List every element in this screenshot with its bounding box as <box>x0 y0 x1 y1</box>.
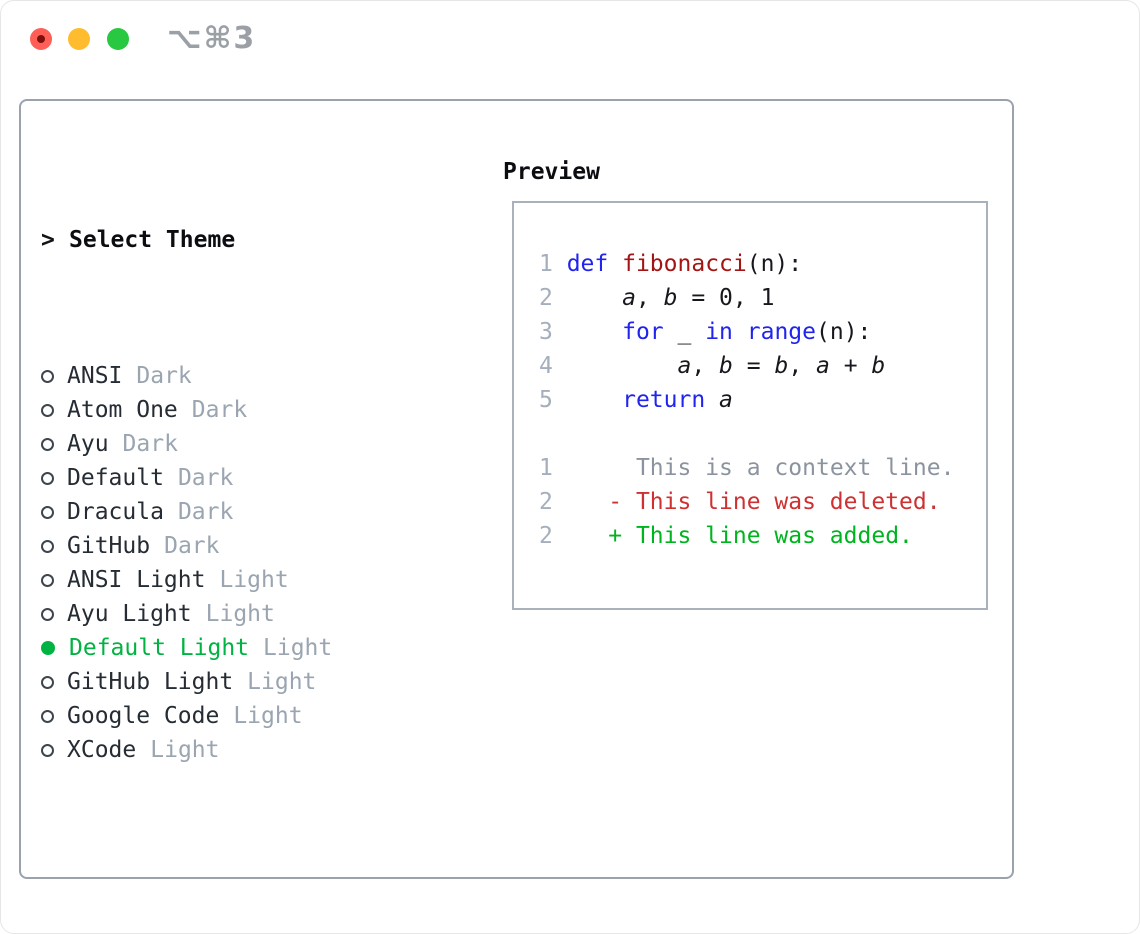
radio-icon <box>41 573 54 587</box>
focus-caret-icon: > <box>41 227 55 253</box>
theme-name: Dracula <box>67 499 164 525</box>
theme-variant-tag: Light <box>205 601 275 627</box>
theme-name: Default <box>67 465 164 491</box>
radio-icon <box>41 539 54 553</box>
close-button[interactable] <box>30 28 52 50</box>
theme-option-atom-one[interactable]: Atom One Dark <box>41 393 491 427</box>
theme-name: Google Code <box>67 703 220 729</box>
radio-icon <box>41 437 54 451</box>
titlebar: ⌥⌘3 <box>1 1 1139 99</box>
code-line: 2 - This line was deleted. <box>539 489 941 515</box>
theme-option-default[interactable]: Default Dark <box>41 461 491 495</box>
theme-option-default-light[interactable]: Default Light Light <box>41 631 491 665</box>
preview-code: 1 def fibonacci(n): 2 a, b = 0, 1 3 for _ … <box>539 247 986 553</box>
zoom-button[interactable] <box>107 28 129 50</box>
radio-icon <box>41 743 54 757</box>
radio-icon <box>41 403 54 417</box>
theme-name: ANSI Light <box>67 567 206 593</box>
minimize-button[interactable] <box>68 28 90 50</box>
theme-variant-tag: Dark <box>191 397 248 423</box>
preview-title: Preview <box>503 159 600 185</box>
code-blank-line <box>539 417 986 451</box>
theme-option-github[interactable]: GitHub Dark <box>41 529 491 563</box>
theme-name: Ayu Light <box>67 601 192 627</box>
theme-variant-tag: Light <box>150 737 220 763</box>
theme-option-xcode[interactable]: XCode Light <box>41 733 491 767</box>
theme-option-google-code[interactable]: Google Code Light <box>41 699 491 733</box>
theme-variant-tag: Dark <box>122 431 178 457</box>
radio-icon <box>41 709 54 723</box>
radio-icon <box>41 505 54 519</box>
theme-name: GitHub <box>67 533 151 559</box>
theme-variant-tag: Light <box>263 635 333 661</box>
theme-name: Atom One <box>67 397 178 423</box>
code-line: 1 This is a context line. <box>539 455 955 481</box>
theme-option-dracula[interactable]: Dracula Dark <box>41 495 491 529</box>
theme-variant-tag: Dark <box>136 363 192 389</box>
theme-variant-tag: Light <box>233 703 303 729</box>
radio-icon <box>41 607 54 621</box>
theme-option-ayu-light[interactable]: Ayu Light Light <box>41 597 491 631</box>
code-line: 1 def fibonacci(n): <box>539 251 803 277</box>
theme-option-ansi[interactable]: ANSI Dark <box>41 359 491 393</box>
theme-option-ansi-light[interactable]: ANSI Light Light <box>41 563 491 597</box>
theme-option-ayu[interactable]: Ayu Dark <box>41 427 491 461</box>
theme-variant-tag: Dark <box>177 499 234 525</box>
radio-icon <box>41 471 54 485</box>
code-line: 3 for _ in range(n): <box>539 319 872 345</box>
preview-pane: 1 def fibonacci(n): 2 a, b = 0, 1 3 for _ … <box>512 201 988 610</box>
theme-variant-tag: Light <box>219 567 289 593</box>
code-line: 5 return a <box>539 387 733 413</box>
theme-name: XCode <box>67 737 137 763</box>
theme-variant-tag: Dark <box>177 465 234 491</box>
code-line: 4 a, b = b, a + b <box>539 353 886 379</box>
theme-name: Default Light <box>69 635 250 661</box>
window-title: ⌥⌘3 <box>167 21 257 56</box>
theme-variant-tag: Light <box>247 669 317 695</box>
radio-selected-icon <box>41 641 55 655</box>
radio-icon <box>41 675 54 689</box>
radio-icon <box>41 369 54 383</box>
select-theme-title: Select Theme <box>69 227 236 253</box>
spacer <box>41 869 491 903</box>
theme-option-github-light[interactable]: GitHub Light Light <box>41 665 491 699</box>
theme-name: GitHub Light <box>67 669 234 695</box>
theme-variant-tag: Dark <box>164 533 220 559</box>
select-theme-header-row: > Select Theme <box>41 223 491 257</box>
theme-name: Ayu <box>67 431 109 457</box>
code-line: 2 a, b = 0, 1 <box>539 285 775 311</box>
theme-name: ANSI <box>67 363 123 389</box>
code-line: 2 + This line was added. <box>539 523 913 549</box>
